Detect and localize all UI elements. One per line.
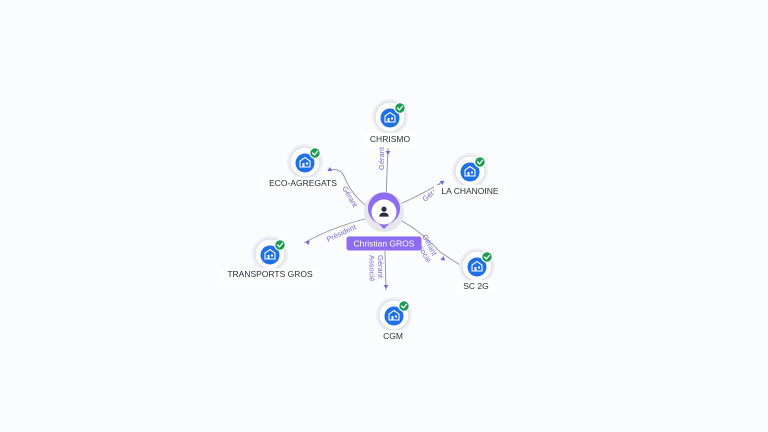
- company-label-box: [263, 177, 343, 190]
- edge-line: [329, 169, 369, 208]
- building-icon: [460, 162, 480, 182]
- verified-check-icon: [398, 300, 410, 312]
- person-node[interactable]: Christian GROS: [346, 192, 422, 251]
- company-label: CHRISMO: [364, 133, 416, 146]
- edge-label-text: Gérant: [376, 255, 385, 279]
- building-icon: [384, 306, 404, 326]
- company-label: LA CHANOINE: [434, 185, 506, 198]
- company-label: ECO-AGREGATS: [263, 177, 343, 190]
- edge-line: [397, 180, 445, 206]
- edge-arrow-icon: [440, 256, 446, 261]
- company-name: CGM: [383, 331, 403, 341]
- verified-check-icon: [481, 251, 493, 263]
- verified-check-icon: [394, 102, 406, 114]
- edge-arrow-icon: [385, 151, 391, 155]
- edge-arrow-icon: [327, 166, 333, 172]
- company-nodes: CHRISMO ECO-AGREGATS LA CHANOINE TRANSPORTS…: [220, 99, 506, 343]
- verified-check-icon: [474, 156, 486, 168]
- verified-check-icon: [274, 239, 286, 251]
- edge-label: Gérant: [377, 146, 386, 170]
- edge-line: [385, 147, 389, 199]
- company-name: ECO-AGREGATS: [269, 178, 337, 188]
- company-name: CHRISMO: [370, 134, 411, 144]
- company-node-cgm[interactable]: CGM: [376, 297, 412, 343]
- company-label-box: [364, 133, 416, 146]
- building-icon: [380, 108, 400, 128]
- building-icon: [260, 245, 280, 265]
- verified-check-icon: [309, 147, 321, 159]
- person-label-box: [346, 236, 422, 251]
- edge-label-text: Associé: [368, 255, 377, 281]
- edge-chrismo: Gérant: [377, 146, 391, 199]
- company-label-box: [378, 330, 408, 343]
- company-name: SC 2G: [463, 281, 489, 291]
- company-label-box: [220, 268, 320, 281]
- edge-arrow-icon: [383, 285, 389, 289]
- company-label-box: [456, 280, 496, 293]
- edge-arrow-icon: [305, 240, 310, 246]
- company-node-transports-gros[interactable]: TRANSPORTS GROS: [220, 236, 320, 281]
- company-node-la-chanoine[interactable]: LA CHANOINE: [434, 153, 506, 198]
- edge-label-text: Gérant: [377, 146, 386, 170]
- person-icon: [379, 206, 389, 217]
- edge-arrow-icon: [439, 180, 445, 186]
- company-label: CGM: [378, 330, 408, 343]
- company-node-chrismo[interactable]: CHRISMO: [364, 99, 416, 146]
- edge-line: [303, 217, 369, 244]
- person-name: Christian GROS: [354, 239, 415, 249]
- company-label-box: [434, 185, 506, 198]
- edge-line: [397, 218, 461, 266]
- company-name: TRANSPORTS GROS: [227, 269, 313, 279]
- company-label: TRANSPORTS GROS: [220, 268, 320, 281]
- building-icon: [467, 257, 487, 277]
- company-label: SC 2G: [456, 280, 496, 293]
- person-node-circle: [371, 199, 397, 225]
- company-node-sc-2g[interactable]: SC 2G: [456, 248, 496, 293]
- company-name: LA CHANOINE: [441, 186, 498, 196]
- company-node-eco-agregats[interactable]: ECO-AGREGATS: [263, 144, 343, 190]
- edge-line: [384, 250, 387, 291]
- building-icon: [295, 153, 315, 173]
